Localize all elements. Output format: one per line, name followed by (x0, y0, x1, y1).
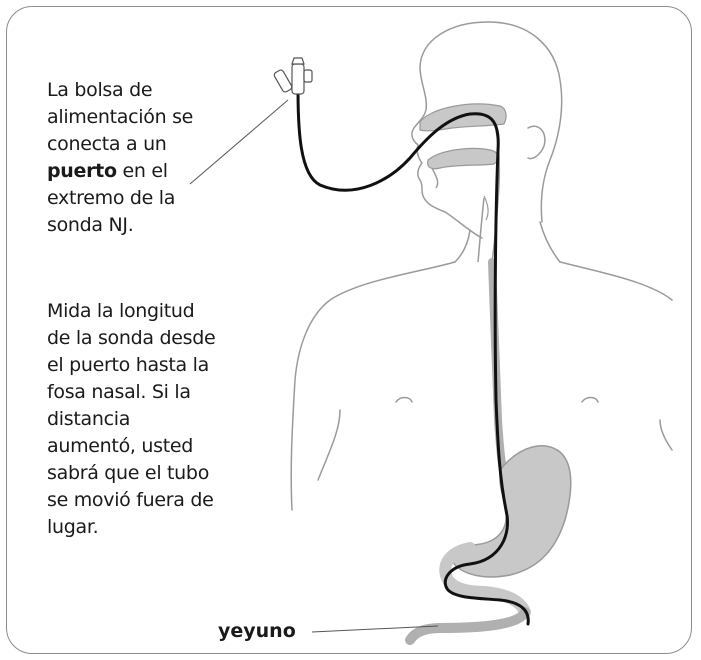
body-outline (290, 21, 673, 511)
nj-tube (296, 88, 530, 626)
duodenum (439, 542, 531, 618)
armpit-right (659, 419, 673, 451)
measure-callout: Mida la longitud de la sonda desde el pu… (47, 300, 216, 538)
port-callout: La bolsa de alimentación se conecta a un… (47, 77, 207, 239)
neck-right (539, 221, 561, 263)
port-side (303, 69, 313, 83)
port-body (291, 63, 305, 95)
tube-port-icon (273, 57, 313, 95)
diagram-frame (6, 6, 692, 654)
trachea (477, 197, 485, 263)
port-tip (291, 57, 305, 65)
epiglottis (483, 195, 489, 221)
jejunum (405, 607, 530, 645)
jejunum-leader-line (311, 625, 439, 633)
neck-left (454, 229, 471, 263)
uvula (431, 167, 439, 189)
port-callout-text-2: en el extremo de la sonda NJ. (47, 160, 176, 236)
stomach (451, 445, 572, 578)
port-leader-line (189, 99, 289, 185)
tongue (427, 147, 499, 170)
port-cap (273, 69, 293, 93)
head-outline (411, 21, 563, 239)
nasal-cavity (419, 103, 507, 132)
torso-right (559, 261, 673, 301)
port-callout-text-1: La bolsa de alimentación se conecta a un (47, 79, 194, 155)
airway (419, 103, 507, 263)
jejunum-label: yeyuno (218, 620, 296, 642)
nipple-right (581, 396, 599, 403)
torso-left (290, 261, 456, 511)
ear (527, 125, 546, 160)
armpit-left (317, 409, 341, 481)
nipple-left (395, 396, 413, 403)
port-callout-bold: puerto (47, 160, 117, 182)
